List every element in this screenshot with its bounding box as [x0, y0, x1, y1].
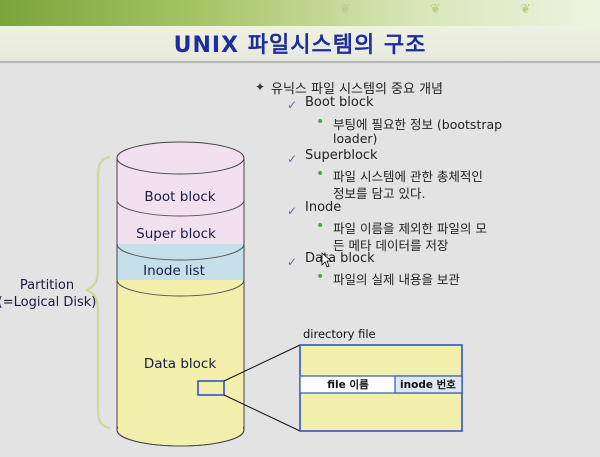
cross-bullet-icon: ✦: [255, 80, 266, 94]
divider-boot-super: [116, 199, 245, 217]
partition-sub-label: (=Logical Disk): [0, 295, 96, 310]
item-desc-super-1: 파일 시스템에 관한 총체적인: [333, 169, 483, 184]
checkmark-icon: ✓: [287, 204, 298, 218]
partition-label: Partition: [20, 278, 74, 293]
slide-title: UNIX 파일시스템의 구조: [173, 33, 427, 58]
item-label-super: Superblock: [305, 148, 378, 163]
dot-bullet-icon: •: [316, 218, 325, 234]
checkmark-icon: ✓: [287, 98, 298, 112]
item-desc-data-1: 파일의 실제 내용을 보관: [333, 272, 460, 287]
dot-bullet-icon: •: [316, 166, 325, 182]
leaf-icon: ❦: [430, 2, 441, 17]
item-label-inode: Inode: [305, 200, 342, 215]
item-desc-inode-2: 든 메타 데이터를 저장: [333, 238, 449, 253]
top-banner: ❦ ❦ ❦: [0, 0, 600, 26]
segment-label-super: Super block: [136, 226, 216, 242]
item-label-boot: Boot block: [305, 95, 374, 110]
directory-file-title: directory file: [303, 327, 376, 341]
item-desc-boot-1: 부팅에 필요한 정보 (bootstrap: [333, 117, 503, 132]
checkmark-icon: ✓: [287, 152, 298, 166]
inode-number-cell: inode 번호: [400, 378, 456, 391]
data-block-marker: [197, 380, 225, 396]
cylinder-top: [116, 141, 245, 175]
segment-label-inode: Inode list: [143, 263, 205, 279]
title-divider: [0, 61, 600, 63]
segment-label-data: Data block: [144, 356, 217, 372]
item-desc-super-2: 정보를 담고 있다.: [333, 186, 426, 201]
leaf-icon: ❦: [520, 2, 531, 17]
item-desc-inode-1: 파일 이름을 제외한 파일의 모: [333, 221, 487, 236]
outline-heading: 유닉스 파일 시스템의 중요 개념: [271, 82, 444, 97]
inode-number-cell-bg: [394, 375, 463, 394]
checkmark-icon: ✓: [287, 255, 298, 269]
item-desc-boot-2: loader): [333, 131, 378, 146]
dot-bullet-icon: •: [316, 269, 325, 285]
title-bar: [0, 26, 600, 62]
segment-super: [117, 200, 244, 244]
filename-cell: file 이름: [327, 378, 369, 391]
partition-brace: [84, 155, 111, 430]
segment-label-boot: Boot block: [144, 189, 215, 205]
dot-bullet-icon: •: [316, 114, 325, 130]
leaf-icon: ❦: [340, 2, 351, 17]
